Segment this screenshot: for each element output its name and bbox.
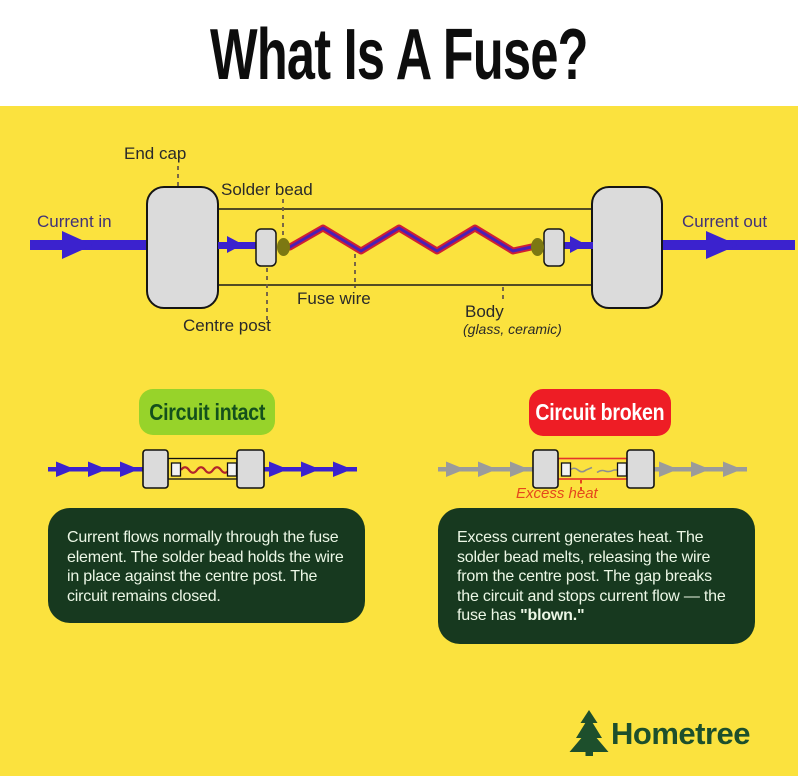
- intact-cap-right: [236, 449, 265, 489]
- centre-post-right: [543, 228, 565, 267]
- solder-bead-left: [277, 238, 290, 256]
- centre-post-label: Centre post: [183, 316, 271, 335]
- end-cap-left: [146, 186, 219, 309]
- broken-post-left: [560, 462, 572, 477]
- broken-description-box: Excess current generates heat. The solde…: [438, 508, 755, 644]
- intact-description-box: Current flows normally through the fuse …: [48, 508, 365, 623]
- circuit-broken-badge: Circuit broken: [529, 389, 671, 436]
- fuse-wire: [286, 224, 540, 255]
- fuse-wire-label: Fuse wire: [297, 289, 371, 308]
- main-fuse-diagram: [30, 166, 795, 321]
- circuit-intact-badge-label: Circuit intact: [149, 398, 265, 425]
- current-in-arrow: [30, 231, 150, 259]
- broken-circuit-illustration: [438, 449, 747, 490]
- body-label: Body: [465, 302, 504, 321]
- circuit-intact-badge: Circuit intact: [139, 389, 275, 435]
- inner-arrow-right: [564, 236, 593, 253]
- broken-cap-right: [626, 449, 655, 489]
- intact-cap-left: [142, 449, 169, 489]
- solder-bead-right: [531, 238, 544, 256]
- current-out-label: Current out: [682, 212, 768, 231]
- end-cap-label: End cap: [124, 144, 187, 163]
- centre-post-left: [255, 228, 277, 267]
- label-connectors: [177, 166, 504, 321]
- broken-description-text: Excess current generates heat. The solde…: [457, 529, 726, 624]
- intact-wire: [180, 466, 230, 474]
- broken-description-bold: "blown.": [520, 607, 585, 624]
- hometree-logo-icon: [569, 710, 609, 756]
- header: What Is A Fuse?: [0, 0, 798, 106]
- solder-bead-label: Solder bead: [221, 180, 313, 199]
- intact-arrowheads: [56, 461, 352, 477]
- excess-heat-label: Excess heat: [516, 485, 598, 502]
- body-material-label: (glass, ceramic): [463, 321, 562, 337]
- circuit-broken-badge-label: Circuit broken: [535, 399, 665, 425]
- brand-name: Hometree: [611, 716, 751, 751]
- intact-post-left: [170, 462, 182, 477]
- intact-post-right: [226, 462, 238, 477]
- broken-wire: [569, 466, 618, 474]
- intact-description-text: Current flows normally through the fuse …: [67, 529, 344, 605]
- end-cap-right: [591, 186, 663, 309]
- current-out-arrow: [660, 231, 795, 259]
- intact-circuit-illustration: [48, 449, 357, 489]
- broken-arrowheads: [446, 461, 742, 477]
- inner-arrow-left: [218, 236, 256, 253]
- page-title: What Is A Fuse?: [210, 15, 588, 95]
- current-in-label: Current in: [37, 212, 112, 231]
- broken-post-right: [616, 462, 628, 477]
- broken-cap-left: [532, 449, 559, 489]
